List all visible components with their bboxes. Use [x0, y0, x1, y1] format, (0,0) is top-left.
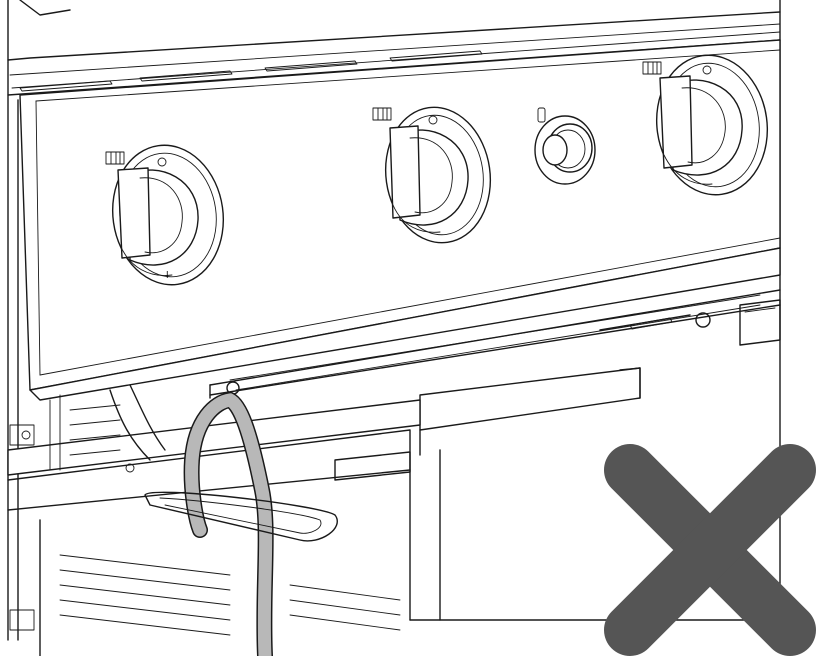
gas-hose [109, 384, 274, 656]
cross-bar [7, 399, 421, 511]
burner-knob-center[interactable] [377, 100, 499, 249]
flame-level-icon [105, 151, 125, 165]
flame-icon: ⅼ [166, 270, 169, 280]
cross-mark-icon [604, 444, 816, 656]
lower-cabinet [9, 394, 781, 656]
burner-knob-left[interactable]: ⅼ [104, 138, 232, 292]
flame-level-icon [372, 107, 392, 121]
flame-level-icon [642, 61, 662, 75]
ignition-button[interactable] [534, 115, 596, 185]
spark-ignition-icon [537, 107, 546, 123]
burner-knob-right[interactable] [648, 48, 776, 202]
hose-bracket [144, 491, 338, 542]
